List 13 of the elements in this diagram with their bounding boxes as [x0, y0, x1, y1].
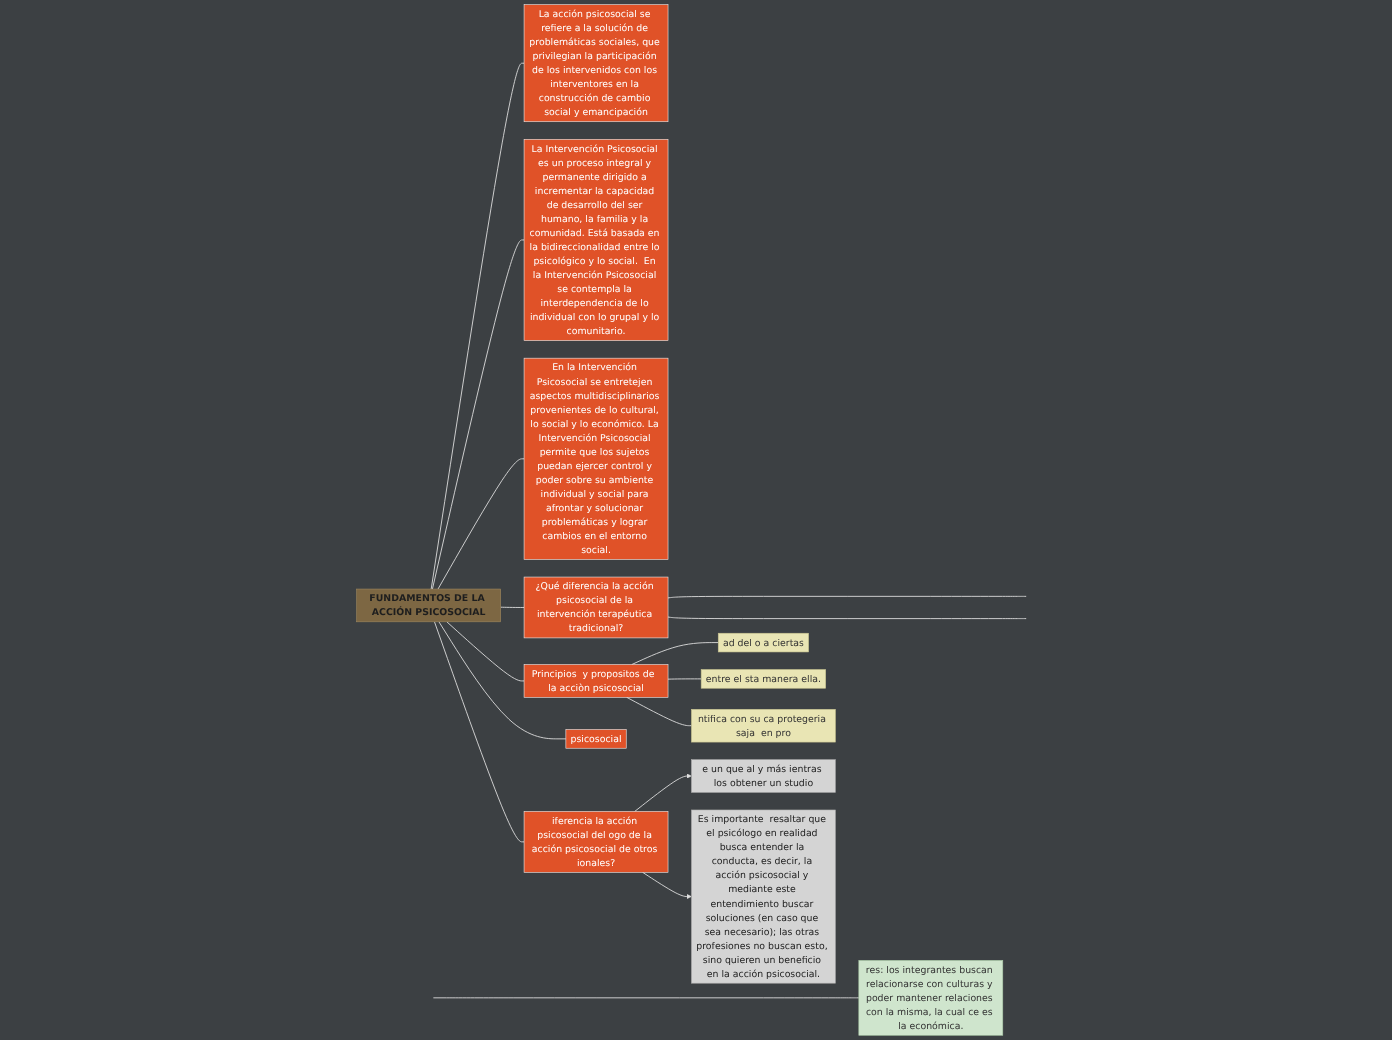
connector: [626, 696, 692, 727]
connector: [667, 678, 702, 680]
connector: [432, 997, 860, 999]
connector: [431, 239, 525, 590]
connector: [433, 621, 525, 843]
connector: [500, 606, 525, 608]
connector: [438, 621, 567, 740]
connector: [667, 616, 1027, 620]
connector: [430, 62, 525, 590]
connector: [667, 595, 1027, 599]
connector: [446, 621, 525, 682]
connector: [631, 642, 719, 665]
connector: [437, 458, 525, 590]
